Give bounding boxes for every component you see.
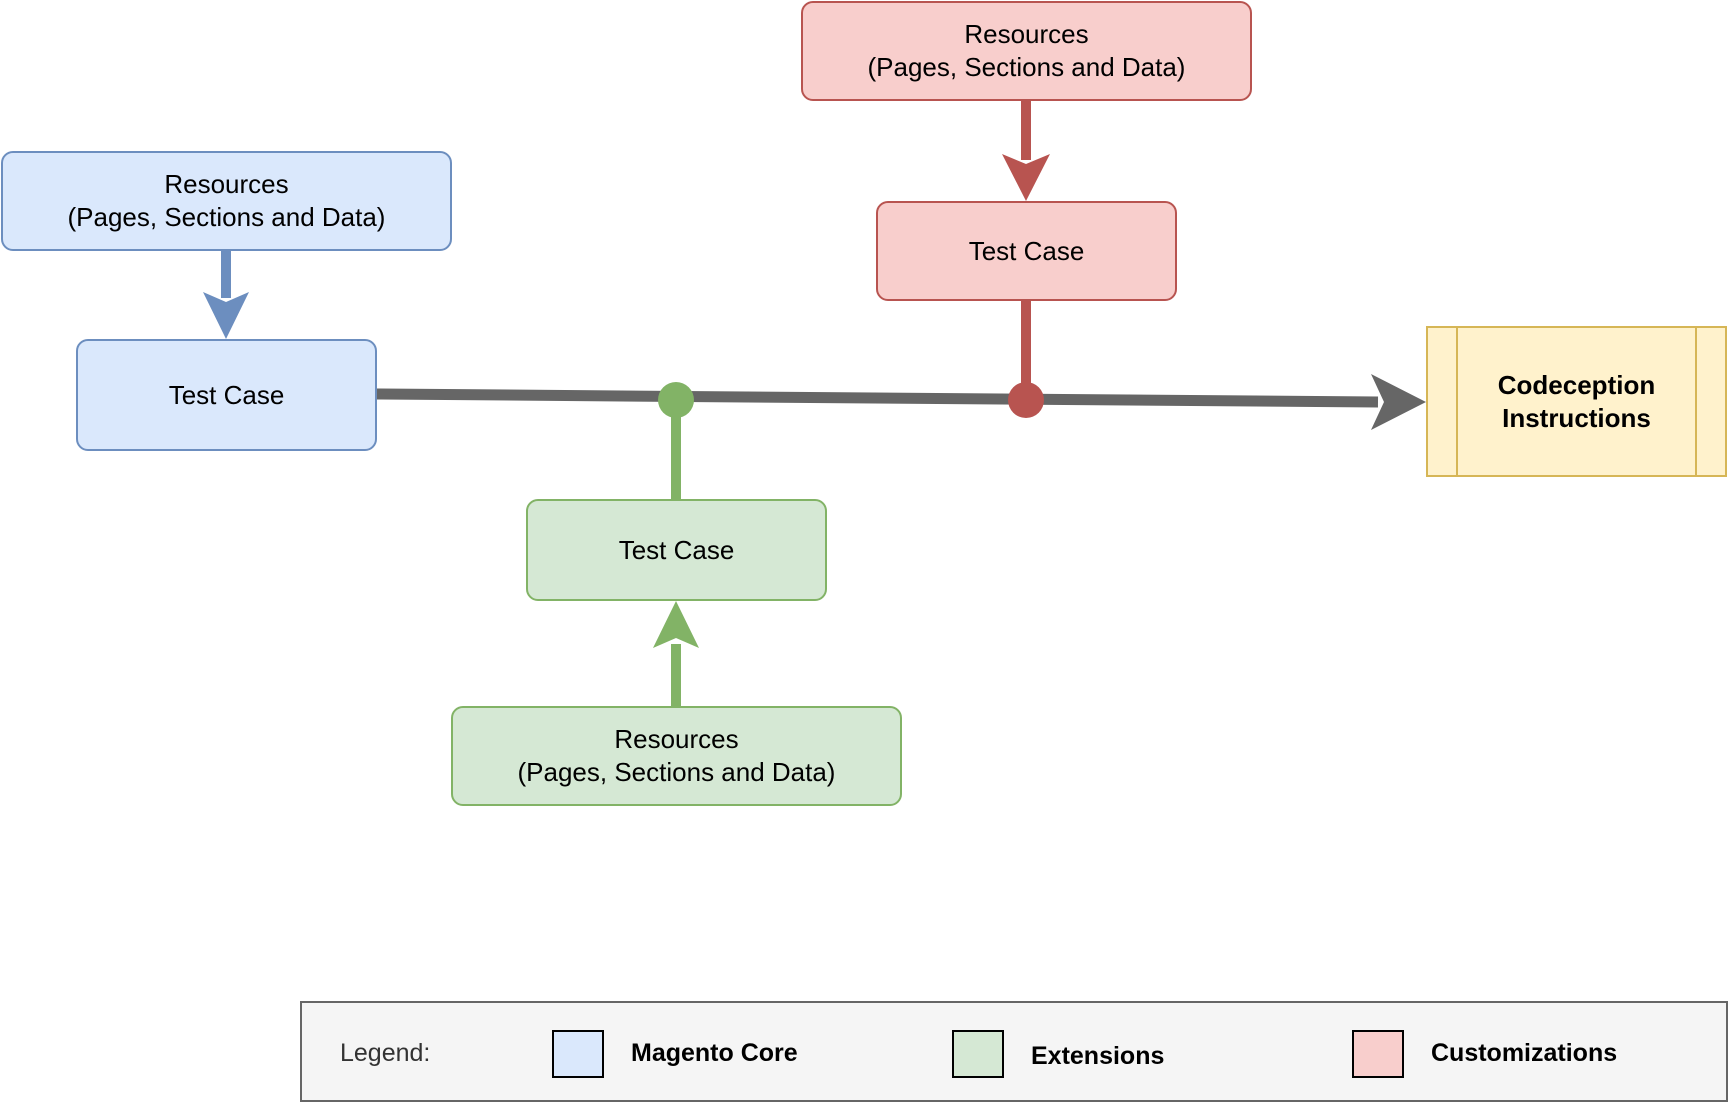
main-flow-arrowhead	[1371, 374, 1426, 430]
core-resources-arrowhead	[203, 292, 249, 339]
custom-test-case-label: Test Case	[968, 235, 1085, 266]
legend-label-customizations: Customizations	[1431, 1039, 1618, 1067]
legend-title: Legend:	[340, 1039, 431, 1067]
legend-swatch-customizations	[1352, 1030, 1404, 1078]
custom-resources-subtitle: (Pages, Sections and Data)	[867, 52, 1186, 82]
codeception-label-line2: Instructions	[1502, 402, 1651, 433]
ext-junction-dot	[658, 382, 694, 418]
core-test-case-label: Test Case	[168, 379, 285, 410]
custom-resources-title: Resources	[964, 19, 1089, 49]
ext-resources-arrowhead	[653, 601, 699, 648]
custom-junction-dot	[1008, 382, 1044, 418]
custom-test-case-box: Test Case	[876, 201, 1177, 301]
main-flow-line	[375, 388, 1379, 408]
ext-test-case-box: Test Case	[526, 499, 827, 601]
ext-resources-box: Resources (Pages, Sections and Data)	[451, 706, 902, 806]
process-bar-left	[1456, 328, 1458, 475]
ext-resources-subtitle: (Pages, Sections and Data)	[517, 757, 836, 787]
core-resources-box: Resources (Pages, Sections and Data)	[1, 151, 452, 251]
legend-swatch-magento-core	[552, 1030, 604, 1078]
core-test-case-box: Test Case	[76, 339, 377, 451]
legend-label-magento-core: Magento Core	[631, 1039, 798, 1067]
core-resources-subtitle: (Pages, Sections and Data)	[67, 202, 386, 232]
ext-test-case-label: Test Case	[618, 534, 735, 565]
process-bar-right	[1695, 328, 1697, 475]
codeception-instructions-box: Codeception Instructions	[1426, 326, 1727, 477]
legend-swatch-extensions	[952, 1030, 1004, 1078]
legend: Legend: Magento Core Extensions Customiz…	[300, 1001, 1728, 1102]
ext-resources-title: Resources	[614, 724, 739, 754]
legend-label-extensions: Extensions	[1031, 1042, 1165, 1070]
codeception-label-line1: Codeception	[1497, 369, 1656, 400]
custom-resources-arrowhead	[1002, 154, 1050, 201]
core-resources-title: Resources	[164, 169, 289, 199]
custom-resources-box: Resources (Pages, Sections and Data)	[801, 1, 1252, 101]
